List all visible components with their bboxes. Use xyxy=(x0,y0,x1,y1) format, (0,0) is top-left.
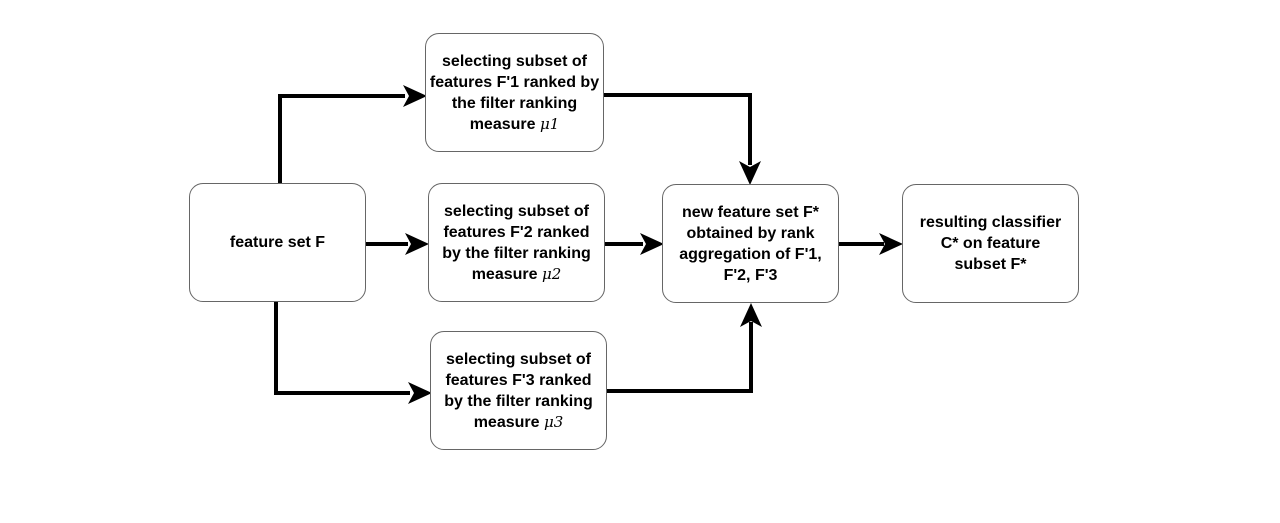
arrowhead-result xyxy=(879,233,903,255)
arrow-subset3-to-aggregation xyxy=(606,322,753,393)
arrowhead-subset3 xyxy=(408,382,432,404)
arrowhead-aggregation-middle xyxy=(640,233,664,255)
node-aggregation: new feature set F* obtained by rank aggr… xyxy=(662,184,839,303)
node-subset1-text: selecting subset of features F'1 ranked … xyxy=(429,52,600,133)
node-subset3-text: selecting subset of features F'3 ranked … xyxy=(444,350,593,431)
node-subset1-measure: μ1 xyxy=(539,114,560,133)
node-subset3-measure: μ3 xyxy=(543,412,564,431)
arrow-subset1-to-aggregation xyxy=(604,93,752,165)
arrowhead-subset2 xyxy=(405,233,429,255)
node-subset3: selecting subset of features F'3 ranked … xyxy=(430,331,607,450)
node-result: resulting classifier C* on feature subse… xyxy=(902,184,1079,303)
arrow-feature-set-to-subset3 xyxy=(274,302,410,395)
arrowhead-aggregation-top xyxy=(739,161,761,185)
node-feature-set-label: feature set F xyxy=(229,234,326,251)
node-subset2-text: selecting subset of features F'2 ranked … xyxy=(442,202,591,283)
arrowhead-aggregation-bottom xyxy=(740,303,762,327)
node-subset2-measure: μ2 xyxy=(541,264,562,283)
arrowhead-subset1 xyxy=(403,85,427,107)
node-subset2: selecting subset of features F'2 ranked … xyxy=(428,183,605,302)
node-subset1: selecting subset of features F'1 ranked … xyxy=(425,33,604,152)
node-feature-set: feature set F xyxy=(189,183,366,302)
node-aggregation-text: new feature set F* obtained by rank aggr… xyxy=(679,203,822,284)
arrow-feature-set-to-subset1 xyxy=(278,94,405,183)
node-result-text: resulting classifier C* on feature subse… xyxy=(919,214,1062,273)
